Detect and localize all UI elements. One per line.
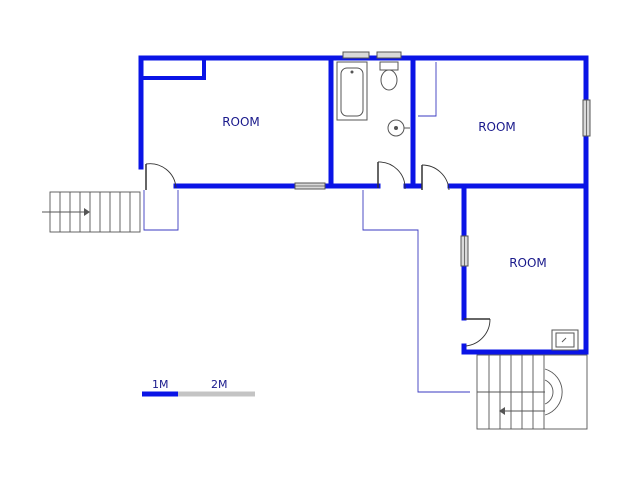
room-label-bottom-right: ROOM — [509, 256, 547, 270]
staircase-icon — [476, 354, 588, 430]
sink-icon — [551, 329, 579, 351]
thin-outline-lines — [143, 62, 470, 393]
room-label-top-right: ROOM — [478, 120, 516, 134]
scale-bar: 1M 2M — [142, 378, 255, 397]
stair-arrow-icon — [499, 407, 505, 415]
bathtub-icon — [336, 61, 368, 121]
scale-label-1m: 1M — [152, 378, 169, 391]
stair-arrow-icon — [84, 208, 90, 216]
staircase-icon — [42, 191, 141, 233]
toilet-icon — [379, 61, 399, 91]
door-swing-icon — [145, 161, 491, 347]
basin-icon — [387, 119, 410, 137]
scale-label-2m: 2M — [211, 378, 228, 391]
room-label-top-left: ROOM — [222, 115, 260, 129]
window-icon — [294, 51, 591, 267]
